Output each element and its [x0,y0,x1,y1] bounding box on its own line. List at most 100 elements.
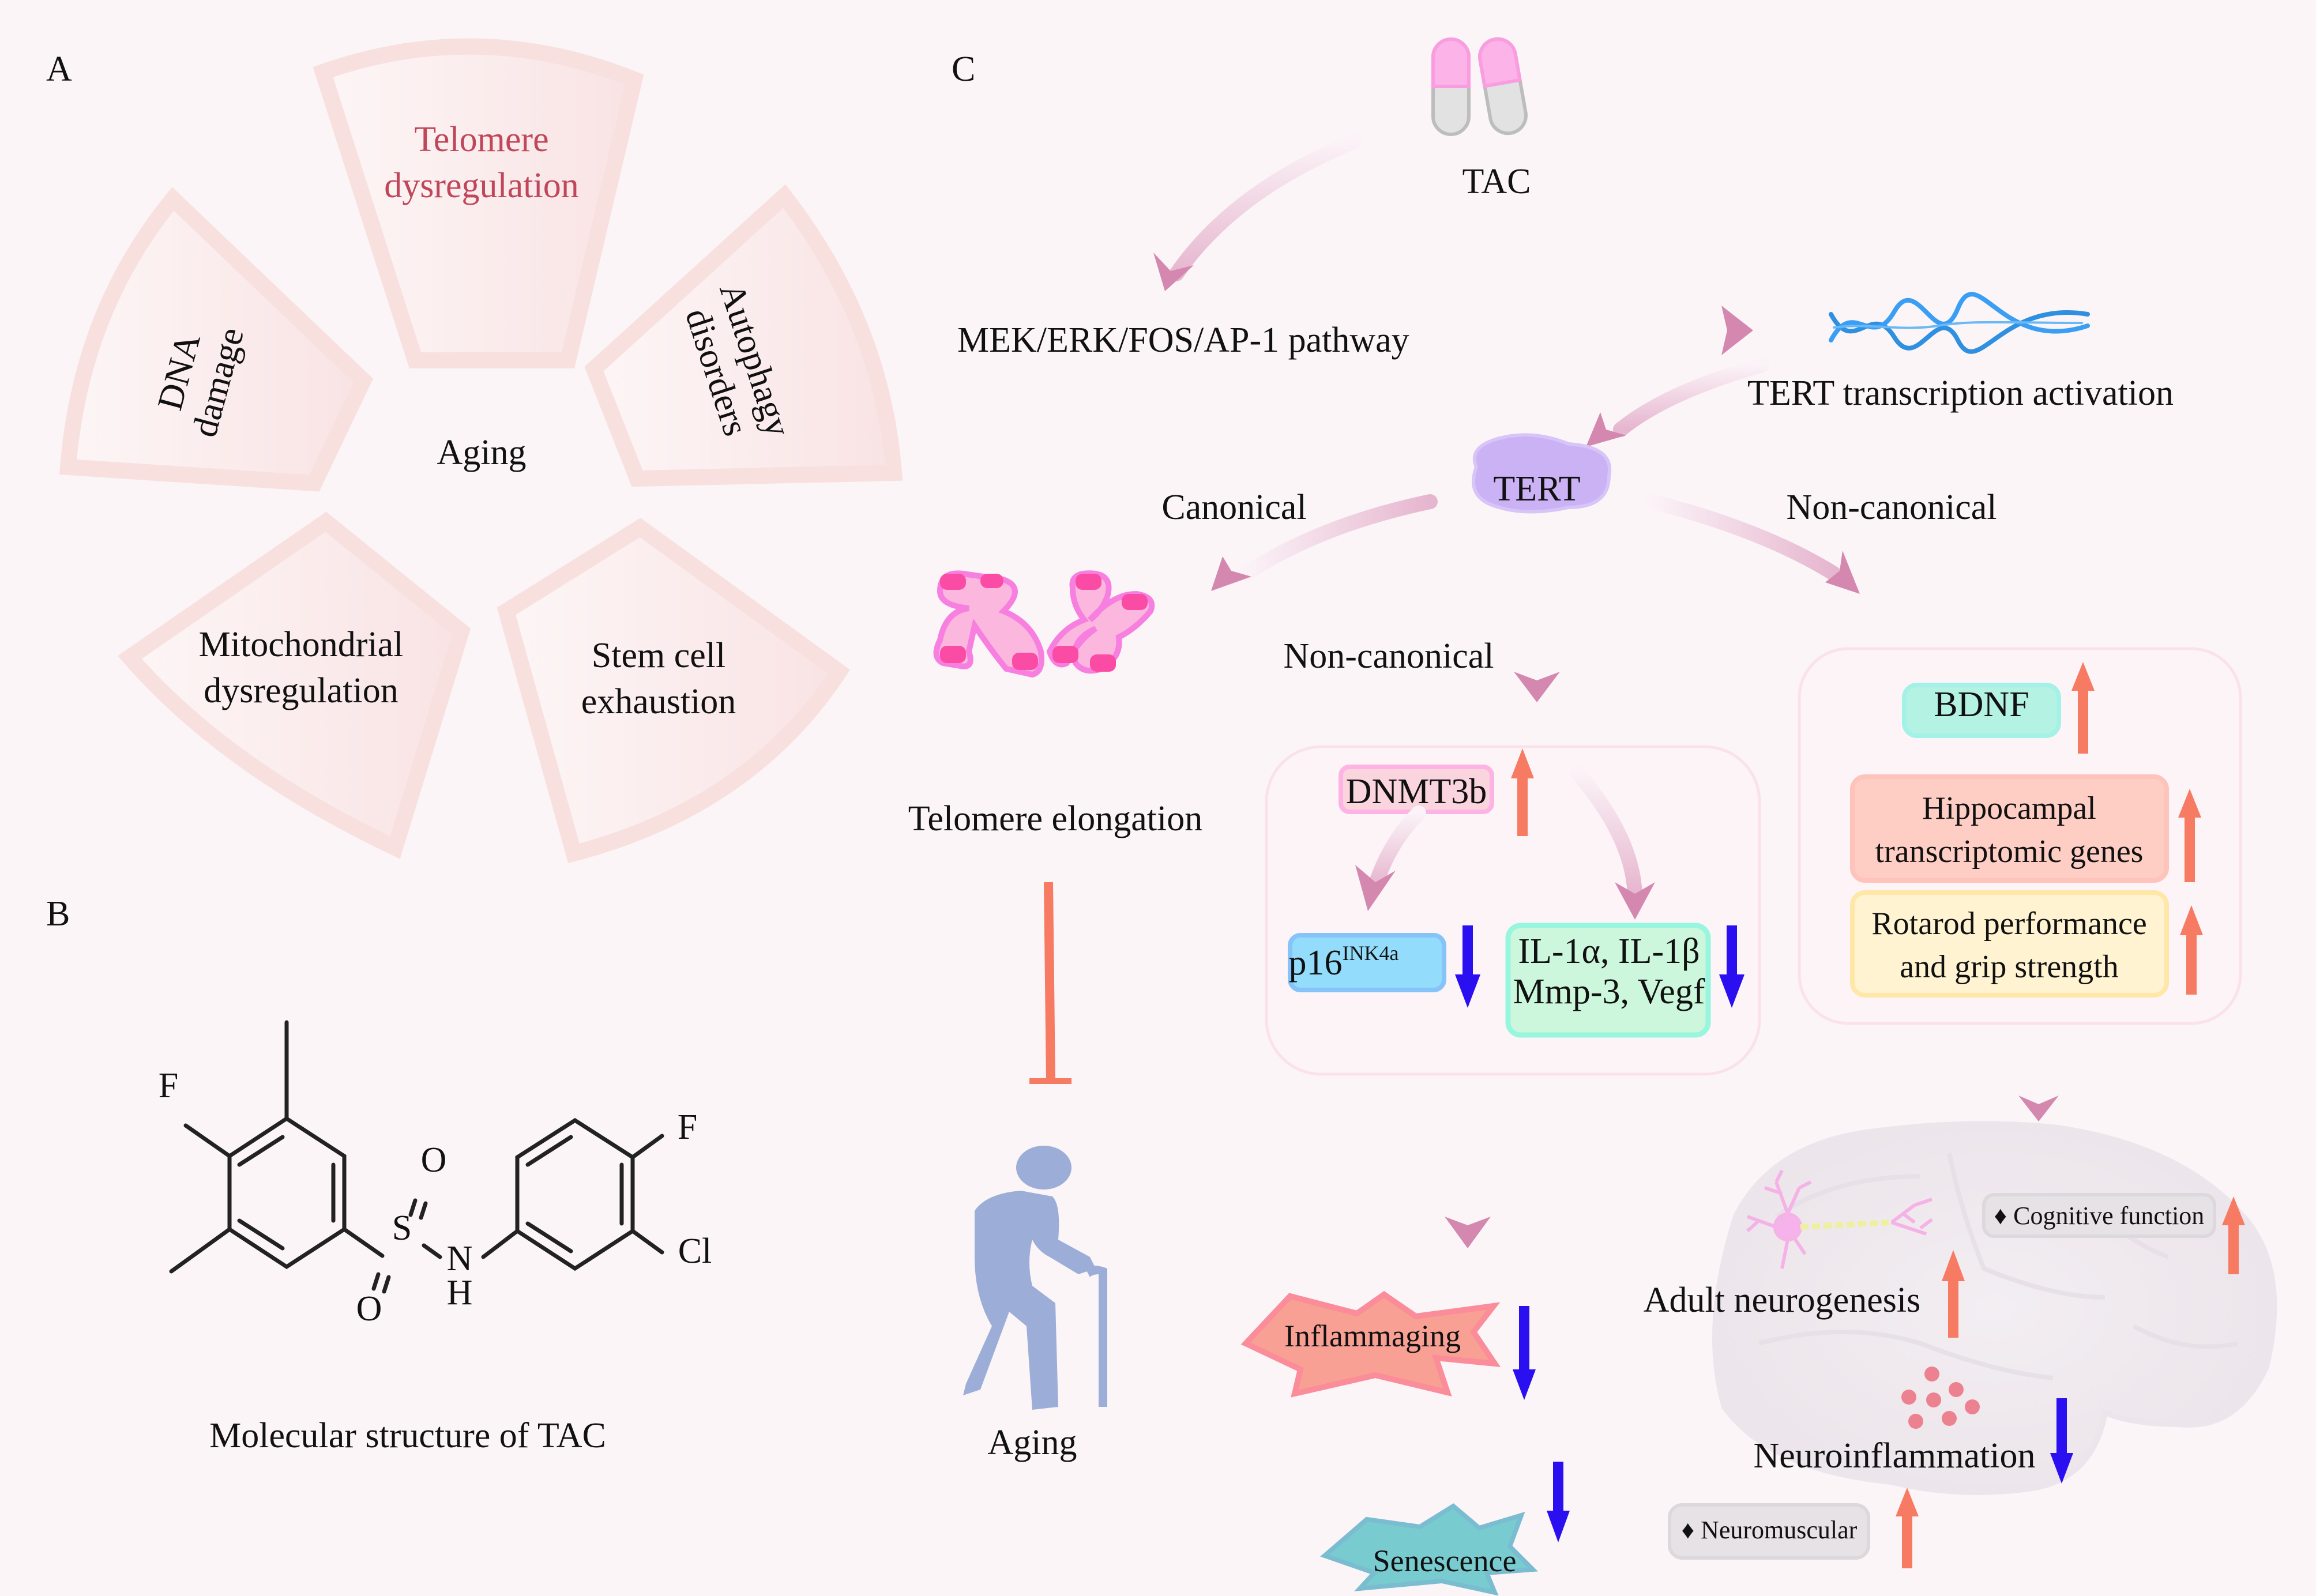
neuromuscular-badge [1668,1503,1870,1560]
inhibition-line [1029,882,1071,1084]
p16-box [1288,933,1446,992]
elderly-person-icon [963,1146,1107,1410]
sector-autophagy [584,184,903,487]
sector-mitochondrial [118,511,471,859]
panel-label-b: B [46,894,70,933]
sector-label-stem-1: Stem cell [592,636,725,675]
so-bond [371,1272,381,1291]
senescence-label: Senescence [1373,1544,1517,1578]
down-arrow-head [1547,1511,1570,1542]
arrow-head [1355,865,1396,911]
bdnf-box [1902,683,2061,738]
n-ring-bond [481,1229,520,1259]
rotarod-label-1: Rotarod performance [1871,906,2146,942]
brain-folds [1758,1153,2238,1380]
capsule-icon [1431,37,1528,136]
wheel-center-aging: Aging [437,433,527,472]
pathway-label: MEK/ERK/FOS/AP-1 pathway [957,321,1409,360]
cl-bond [630,1229,664,1255]
atom-f: F [159,1066,178,1105]
up-arrow-head [1511,748,1534,778]
non-canonical-right-label: Non-canonical [1787,488,1997,527]
tert-activation-label: TERT transcription activation [1747,374,2174,413]
up-arrow-head [2178,789,2201,818]
rotarod-label-2: and grip strength [1900,949,2118,985]
aging-hallmarks-wheel [59,38,903,864]
chromosome-icon [933,570,1155,678]
hippocampal-box [1850,774,2169,883]
arrow-head [2018,1096,2059,1121]
cytokine-label-1: IL-1α, IL-1β [1518,932,1700,971]
up-arrow-head [2180,905,2203,935]
so-bond [419,1201,428,1220]
cytokine-label-2: Mmp-3, Vegf [1513,972,1705,1011]
f-bond [183,1123,232,1158]
arrow-head [1445,1217,1491,1248]
dna-helix-icon [1829,292,2090,354]
so-bond [382,1275,391,1294]
sector-label-stem-2: exhaustion [581,682,736,721]
atom-h: H [447,1273,473,1312]
sn-bond [422,1243,442,1259]
down-arrow-head [1513,1369,1536,1400]
double-bond [525,1221,573,1254]
sector-label-mito-1: Mitochondrial [199,625,404,664]
sector-label-mito-2: dysregulation [204,671,398,710]
p16-main: p16 [1289,943,1343,983]
arrow-dnmt3b-to-il [1570,765,1642,901]
double-bond [237,1135,285,1167]
down-arrow-head [2050,1453,2073,1484]
f-bond [630,1134,664,1160]
tac-label: TAC [1462,162,1531,201]
rotarod-box [1850,890,2169,998]
arrow-head [1825,551,1860,594]
double-bond [525,1135,573,1167]
arrow-dnmt3b-to-p16 [1368,805,1426,893]
atom-o: O [421,1140,447,1180]
down-arrow-head [1719,974,1744,1008]
inflammaging-star [1240,1290,1501,1398]
telomere-elongation-label: Telomere elongation [908,799,1202,838]
tert-label: TERT [1493,469,1580,509]
dnmt3b-label: DNMT3b [1346,772,1487,811]
so-bond [408,1198,418,1217]
atom-f: F [678,1108,697,1147]
methyl-bond [169,1227,232,1274]
canonical-label: Canonical [1161,488,1306,527]
cognitive-function-badge [1982,1193,2216,1238]
neuron-icon [1746,1169,1933,1269]
atom-s: S [392,1209,412,1248]
sector-telomere [313,38,644,368]
senescence-star [1320,1503,1538,1596]
down-arrow-head [1455,974,1480,1008]
up-arrow-head [1896,1488,1919,1516]
sector-stem-cell [497,518,851,864]
molecular-structure-caption: Molecular structure of TAC [209,1416,606,1455]
tert-protein-blob [1472,433,1612,514]
arrow-head [1615,882,1655,920]
molecular-structure: F O S O N H F Cl [159,1020,712,1328]
arrow-head [1211,556,1251,591]
up-arrow-head [1942,1250,1965,1281]
atom-o: O [356,1289,382,1328]
inflammaging-label: Inflammaging [1284,1319,1461,1353]
p16-label: p16INK4a [1289,942,1399,983]
arrow-tac-to-pathway [1169,134,1363,281]
non-canonical-middle-label: Non-canonical [1284,637,1494,676]
inflammation-cells-icon [1901,1367,1980,1429]
neuromuscular-label: ♦ Neuromuscular [1682,1516,1858,1544]
s-bond [342,1227,385,1258]
atom-n: N [447,1239,473,1278]
aging-label: Aging [988,1423,1077,1462]
up-arrow-head [2222,1196,2245,1225]
arrow-activation-to-tert [1613,357,1769,437]
sector-label-telomere-1: Telomere [414,120,548,159]
hippocampal-label-1: Hippocampal [1922,791,2096,826]
double-bond [237,1218,285,1251]
panel-label-a: A [46,50,72,89]
sector-label-telomere-2: dysregulation [384,166,579,205]
cytokine-box [1505,923,1711,1038]
neuroinflammation-label: Neuroinflammation [1754,1436,2036,1475]
sector-dna-damage [59,187,374,492]
cognitive-function-label: ♦ Cognitive function [1994,1202,2205,1230]
